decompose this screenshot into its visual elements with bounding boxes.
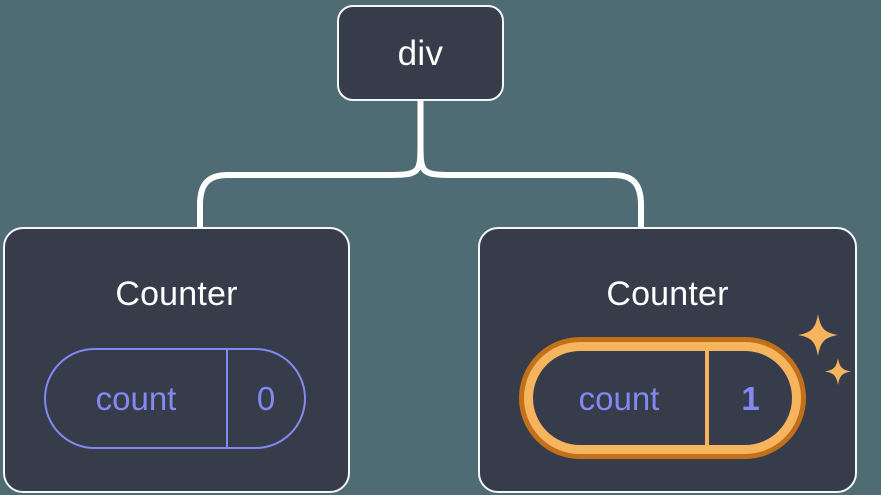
sparkle-large-icon (798, 314, 838, 356)
connector-branch-right (417, 139, 644, 230)
state-pill-count-left[interactable]: count 0 (44, 348, 306, 449)
sparkle-small-icon (825, 358, 851, 385)
state-key-label: count (95, 380, 177, 417)
node-counter-left-title: Counter (115, 275, 238, 313)
highlight-ring-outer (519, 337, 806, 459)
connector-branch-left (197, 139, 424, 230)
state-value-label: 0 (226, 350, 304, 447)
state-value-label: 1 (705, 351, 792, 445)
node-div-label: div (397, 33, 444, 73)
node-counter-right-title: Counter (606, 275, 729, 313)
state-key-label: count (578, 379, 660, 417)
node-div[interactable]: div (337, 5, 504, 101)
sparkles-group (798, 314, 851, 385)
highlight-ring-inner: count 1 (524, 342, 801, 454)
state-pill-count-right-highlighted[interactable]: count 1 (519, 337, 806, 459)
